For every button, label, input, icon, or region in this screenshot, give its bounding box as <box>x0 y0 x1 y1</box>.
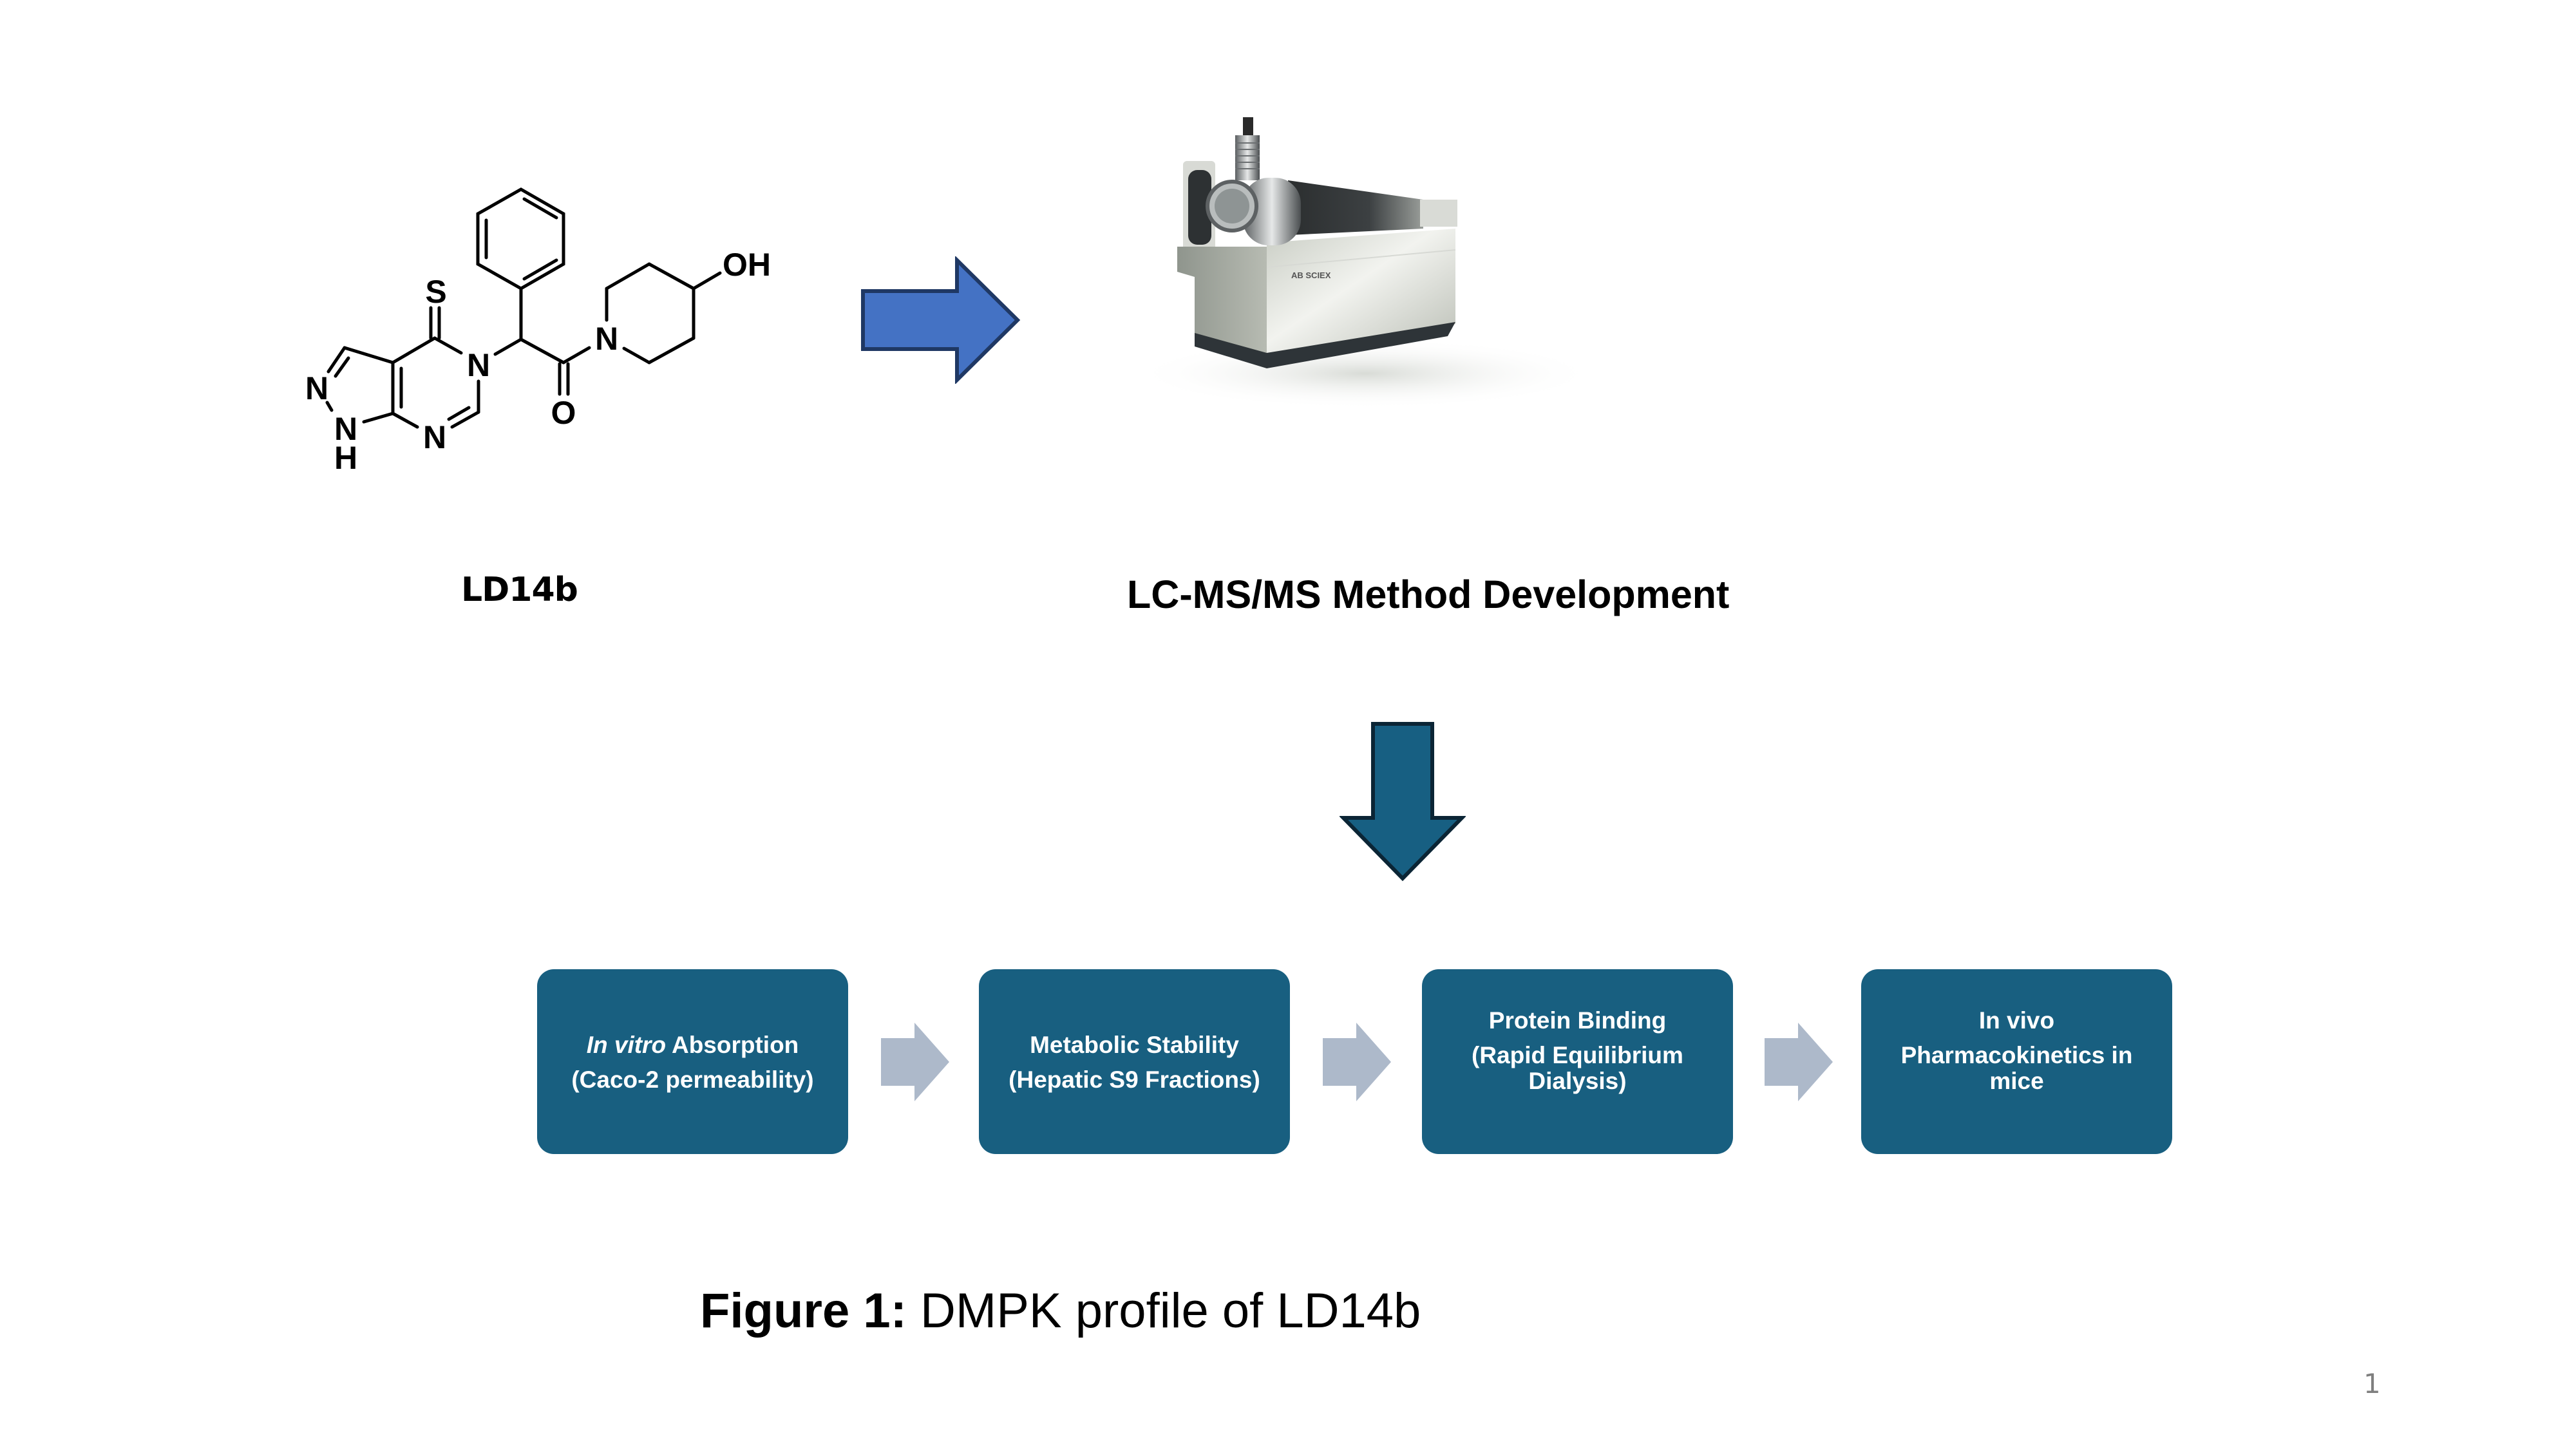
hydroxyl-label: OH <box>723 247 771 283</box>
brand-label: AB SCIEX <box>1291 270 1331 280</box>
oxygen-label: O <box>551 395 576 431</box>
bond <box>433 336 463 355</box>
step-subtitle: (Rapid Equilibrium Dialysis) <box>1472 1041 1683 1094</box>
method-title: LC-MS/MS Method Development <box>1127 573 1730 616</box>
double-bond <box>447 406 471 421</box>
bond <box>605 262 651 290</box>
hydrogen-label: H <box>334 440 357 476</box>
step-subtitle: (Caco-2 permeability) <box>571 1066 814 1093</box>
bond <box>327 346 346 374</box>
nitrogen-label: N <box>467 347 490 383</box>
figure-text: DMPK profile of LD14b <box>906 1283 1421 1338</box>
bond <box>647 262 696 290</box>
step-subtitle: Pharmacokinetics in mice <box>1900 1041 2133 1094</box>
step-title: In vitro Absorption <box>587 1031 799 1059</box>
side-panel <box>1177 247 1267 355</box>
compound-name: LD14b <box>461 571 578 609</box>
window-glass <box>1215 189 1249 223</box>
benzene-ring <box>476 187 565 290</box>
bond <box>519 337 565 365</box>
step-title-italic: In vitro <box>586 1031 667 1058</box>
step-in-vivo-pharmacokinetics: In vivo Pharmacokinetics in mice <box>1861 969 2172 1154</box>
nitrogen-label: N <box>334 411 357 447</box>
front-panel <box>1267 229 1455 355</box>
flow-arrow-icon <box>1765 1023 1833 1101</box>
step-title: Protein Binding <box>1488 1007 1667 1034</box>
nitrogen-label: N <box>423 419 446 455</box>
step-title: Metabolic Stability <box>1030 1031 1239 1058</box>
bond <box>450 410 480 429</box>
bond <box>343 346 395 365</box>
bond <box>362 412 395 424</box>
bond <box>391 412 419 429</box>
benzene-double-bond <box>522 197 558 220</box>
bond <box>325 401 334 412</box>
bond <box>391 336 437 365</box>
mass-spectrometer-image: AB SCIEX <box>1153 117 1597 409</box>
atom-labels: S N N N H N O N OH <box>305 247 771 476</box>
bonds <box>325 187 722 429</box>
step-subtitle: (Hepatic S9 Fractions) <box>1009 1066 1260 1093</box>
step-metabolic-stability: Metabolic Stability (Hepatic S9 Fraction… <box>979 969 1290 1154</box>
ion-source-column <box>1235 135 1260 180</box>
bond <box>493 337 523 356</box>
flow-arrow-icon <box>881 1023 949 1101</box>
nitrogen-label: N <box>595 321 618 357</box>
step-title: In vivo <box>1978 1007 2055 1034</box>
flow-arrow-icon <box>1323 1023 1391 1101</box>
page-number: 1 <box>2363 1368 2381 1399</box>
bond <box>647 336 696 365</box>
sulfur-label: S <box>425 274 446 310</box>
nitrogen-label: N <box>305 370 328 406</box>
step-in-vitro-absorption: In vitro Absorption (Caco-2 permeability… <box>537 969 848 1154</box>
source-housing <box>1243 178 1301 245</box>
down-arrow-icon <box>1340 722 1466 882</box>
benzene-double-bond <box>522 258 558 281</box>
probe-tip <box>1243 117 1253 137</box>
bond <box>622 346 651 365</box>
top-housing <box>1288 180 1423 235</box>
right-arrow-icon <box>861 256 1021 384</box>
figure-label: Figure 1: <box>700 1283 907 1338</box>
base <box>1195 322 1455 368</box>
fan-grille <box>1188 170 1211 245</box>
figure-caption: Figure 1: DMPK profile of LD14b <box>700 1283 1421 1339</box>
double-bond <box>334 356 350 378</box>
step-title-rest: Absorption <box>666 1031 799 1058</box>
bond <box>692 271 722 290</box>
bond <box>562 346 591 365</box>
rear-box <box>1420 200 1457 227</box>
step-protein-binding: Protein Binding (Rapid Equilibrium Dialy… <box>1422 969 1733 1154</box>
